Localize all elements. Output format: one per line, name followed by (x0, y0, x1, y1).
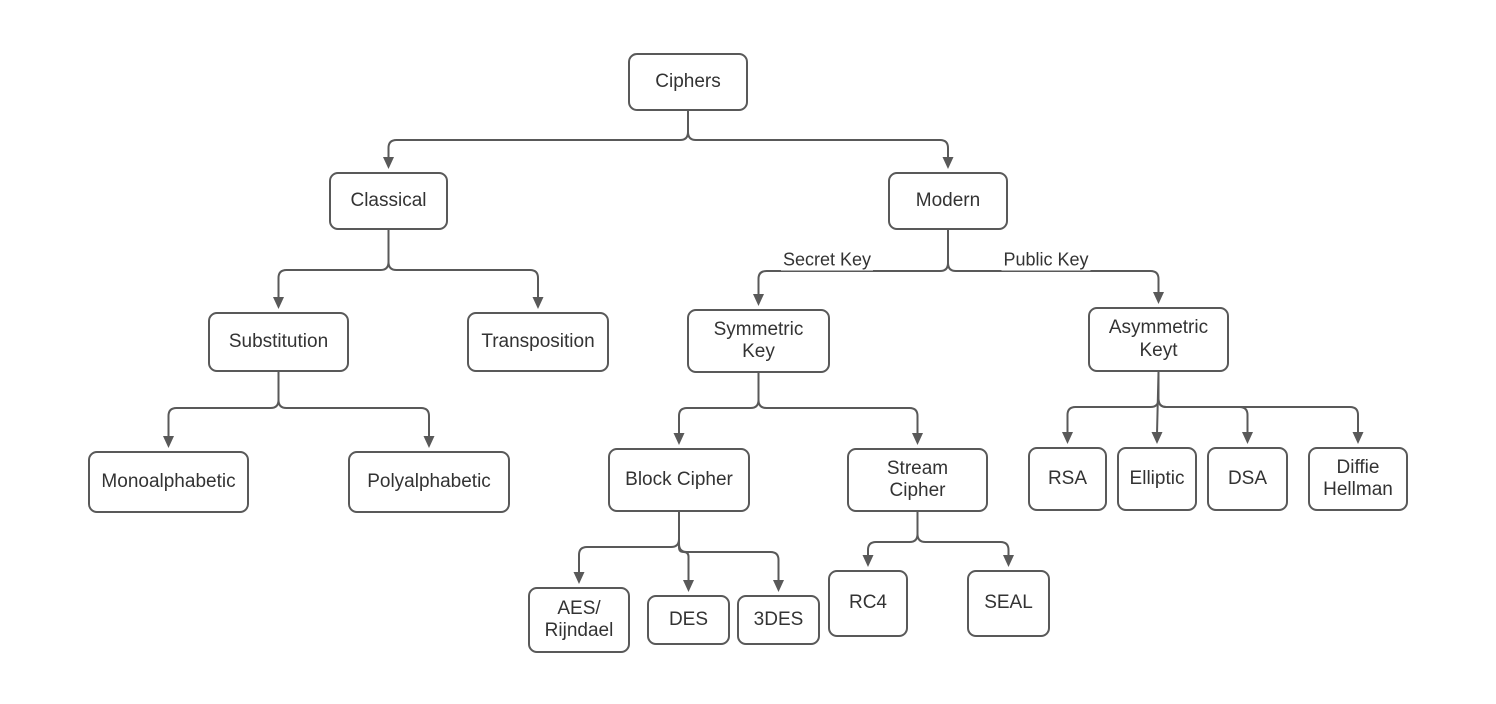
arrowhead-icon (1242, 432, 1253, 444)
node-elliptic: Elliptic (1117, 447, 1197, 511)
node-symmetric-key: Symmetric Key (687, 309, 830, 373)
node-label-asymmetric-key: Asymmetric Keyt (1108, 317, 1209, 361)
edge-substitution-to-polyalphabetic (277, 371, 430, 439)
arrowhead-icon (1153, 292, 1164, 304)
arrowhead-icon (912, 433, 923, 445)
node-diffie-hellman: Diffie Hellman (1308, 447, 1408, 511)
edge-block-cipher-to-des (678, 511, 690, 583)
edge-classical-to-substitution (277, 229, 390, 300)
edge-label-public-key: Public Key (1001, 249, 1091, 271)
node-des: DES (647, 595, 730, 645)
node-label-ciphers: Ciphers (655, 70, 721, 92)
node-asymmetric-key: Asymmetric Keyt (1088, 307, 1229, 372)
node-stream-cipher: Stream Cipher (847, 448, 988, 512)
arrowhead-icon (423, 436, 435, 448)
arrowhead-icon (273, 297, 284, 309)
node-label-elliptic: Elliptic (1129, 467, 1185, 489)
arrowhead-icon (753, 294, 764, 306)
node-label-dsa: DSA (1227, 467, 1268, 489)
node-label-polyalphabetic: Polyalphabetic (367, 470, 491, 492)
arrowhead-icon (383, 157, 394, 169)
node-label-rc4: RC4 (848, 592, 887, 614)
node-transposition: Transposition (467, 312, 609, 372)
edge-modern-to-asymmetric-key (947, 229, 1160, 295)
node-monoalphabetic: Monoalphabetic (88, 451, 249, 513)
node-label-modern: Modern (915, 189, 981, 211)
node-label-diffie-hellman: Diffie Hellman (1323, 456, 1393, 500)
node-label-3des: 3DES (753, 608, 804, 630)
edge-asymmetric-key-to-rsa (1066, 371, 1160, 435)
node-modern: Modern (888, 172, 1008, 230)
node-label-classical: Classical (350, 189, 427, 211)
arrowhead-icon (163, 436, 174, 448)
edge-ciphers-to-classical (387, 110, 689, 160)
node-3des: 3DES (737, 595, 820, 645)
arrowhead-icon (1352, 432, 1364, 444)
edge-label-secret-key: Secret Key (780, 249, 874, 271)
node-rsa: RSA (1028, 447, 1107, 511)
arrowhead-icon (532, 297, 544, 309)
node-label-symmetric-key: Symmetric Key (713, 318, 804, 362)
edge-block-cipher-to-aes-rijndael (578, 511, 680, 575)
arrowhead-icon (1062, 432, 1073, 444)
arrowhead-icon (683, 580, 694, 592)
arrowhead-icon (573, 572, 585, 584)
node-label-rsa: RSA (1047, 467, 1088, 489)
edge-symmetric-key-to-stream-cipher (757, 372, 919, 436)
arrowhead-icon (773, 580, 784, 592)
edge-ciphers-to-modern (687, 110, 949, 160)
arrowhead-icon (1003, 555, 1014, 567)
arrowhead-icon (942, 157, 954, 169)
arrowhead-icon (673, 433, 685, 445)
edge-classical-to-transposition (387, 229, 539, 300)
edge-stream-cipher-to-seal (916, 511, 1010, 558)
node-label-aes-rijndael: AES/ Rijndael (544, 597, 614, 641)
node-label-stream-cipher: Stream Cipher (886, 457, 949, 501)
node-polyalphabetic: Polyalphabetic (348, 451, 510, 513)
node-label-seal: SEAL (984, 592, 1033, 614)
node-label-transposition: Transposition (481, 330, 595, 352)
node-rc4: RC4 (828, 570, 908, 637)
node-dsa: DSA (1207, 447, 1288, 511)
node-block-cipher: Block Cipher (608, 448, 750, 512)
edge-asymmetric-key-to-dsa (1157, 371, 1249, 435)
node-label-block-cipher: Block Cipher (625, 468, 733, 490)
edge-substitution-to-monoalphabetic (167, 371, 280, 439)
node-aes-rijndael: AES/ Rijndael (528, 587, 630, 653)
edge-stream-cipher-to-rc4 (867, 511, 919, 558)
node-label-substitution: Substitution (228, 330, 329, 352)
edge-asymmetric-key-to-diffie-hellman (1157, 371, 1359, 435)
node-ciphers: Ciphers (628, 53, 748, 111)
edge-block-cipher-to-3des (678, 511, 780, 583)
arrowhead-icon (1151, 432, 1163, 444)
node-substitution: Substitution (208, 312, 349, 372)
node-seal: SEAL (967, 570, 1050, 637)
node-label-des: DES (668, 608, 709, 630)
edge-symmetric-key-to-block-cipher (678, 372, 760, 436)
node-label-monoalphabetic: Monoalphabetic (101, 470, 236, 492)
node-classical: Classical (329, 172, 448, 230)
arrowhead-icon (862, 555, 874, 567)
